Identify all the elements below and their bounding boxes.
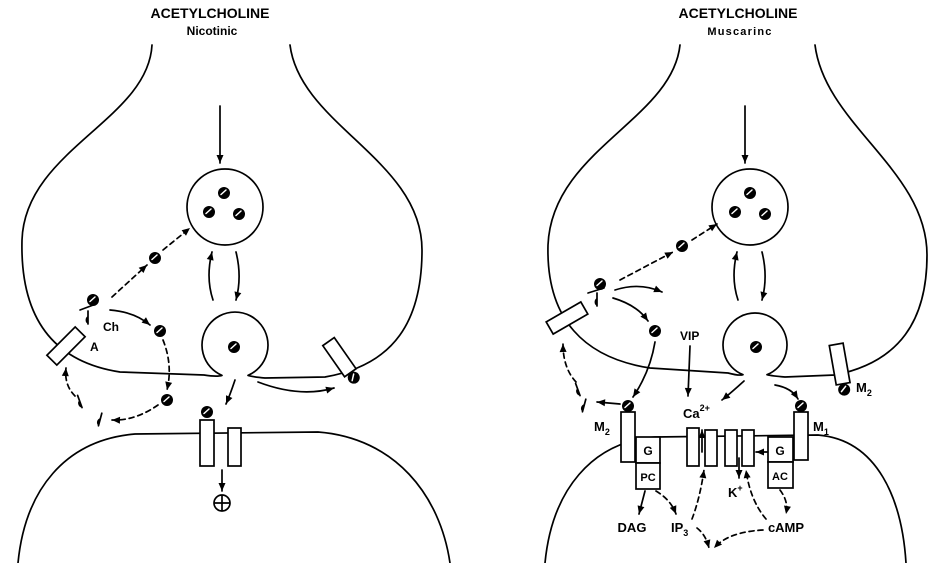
nicotinic-title: ACETYLCHOLINE [151,5,270,21]
bound-acetylcholine [622,400,634,412]
camp-downstream-arrow [714,530,763,548]
postsynaptic-m2-receptor [621,400,635,462]
arrowhead [742,155,749,163]
acetylcholine-molecule [203,206,215,218]
presynaptic-membrane [22,45,422,378]
arrowhead [560,344,567,352]
presynaptic-m2-autoreceptor [829,343,852,397]
muscarinic-panel: ACETYLCHOLINE Muscarinc VIP [545,5,927,563]
arrowhead [217,155,224,163]
arrowhead [732,252,739,261]
acetylcholine-molecule [154,325,166,337]
channel-subunit [200,420,214,466]
acetylcholine-molecule [729,206,741,218]
acetate-fragment [96,413,102,426]
excitation-plus-symbol [214,495,230,511]
nicotinic-panel: ACETYLCHOLINE Nicotinic Ch A [18,5,450,563]
choline-label: Ch [103,320,119,334]
acetylcholine-molecule [759,208,771,220]
phospholipase-label: PC [640,472,655,484]
presynaptic-m2-label: M2 [856,380,872,398]
acetate-fragment [580,399,586,412]
choline-molecule [87,294,99,306]
enzyme-dash [588,288,604,293]
arrowhead [784,506,791,515]
nicotinic-channel [200,406,241,466]
arrowhead [736,470,743,478]
arrowhead [670,505,677,514]
acetylcholine-molecule [649,325,661,337]
calcium-label: Ca2+ [683,403,710,421]
choline-fragment [75,395,82,408]
arrowhead [633,388,640,397]
vip-label: VIP [680,329,699,343]
choline-transporter [546,302,588,334]
arrowhead [714,540,722,548]
acetylcholine-molecule [233,208,245,220]
acetylcholine-molecule [218,187,230,199]
acetylcholine-molecule [676,240,688,252]
arrowhead [685,388,692,396]
acetylcholine-molecule [228,341,240,353]
channel-subunit [228,428,241,466]
arrowhead [207,252,214,261]
synthesis-arrow [620,252,673,280]
enzyme-dash [80,304,96,310]
arrowhead [219,483,226,491]
storage-vesicle [187,169,263,245]
arrowhead [165,381,172,390]
dag-label: DAG [618,520,647,535]
arrowhead [142,317,150,325]
arrowhead [112,417,120,424]
choline-fragment [573,383,580,396]
g-protein-label: G [643,444,652,458]
muscarinic-title: ACETYLCHOLINE [679,5,798,21]
g-protein-label: G [775,444,784,458]
acetate-fragment [595,293,597,306]
ip3-label: IP3 [671,520,688,538]
acetylcholine-molecule [149,252,161,264]
potassium-label: K+ [728,483,743,500]
autoreceptor-arrow [258,382,334,392]
postsynaptic-m1-receptor [794,400,808,460]
arrowhead [699,470,706,478]
acetylcholine-molecule [750,341,762,353]
acetate-fragment [86,311,88,324]
arrowhead [182,228,190,236]
bound-acetylcholine [795,400,807,412]
arrowhead [756,449,764,456]
acetylcholine-molecule [161,394,173,406]
arrowhead [708,224,717,231]
release-arrow [633,342,655,397]
storage-vesicle [712,169,788,245]
transporter-label: A [90,340,99,354]
arrowhead [664,252,673,259]
nicotinic-subtitle: Nicotinic [187,24,238,38]
adenylyl-cyclase-label: AC [772,471,788,483]
postsynaptic-m2-label: M2 [594,419,610,437]
presynaptic-autoreceptor [323,338,363,387]
muscarinic-subtitle: Muscarinc [707,26,772,38]
camp-label: cAMP [768,520,804,535]
arrowhead [744,470,751,478]
acetylcholine-molecule [744,187,756,199]
bound-acetylcholine [201,406,213,418]
